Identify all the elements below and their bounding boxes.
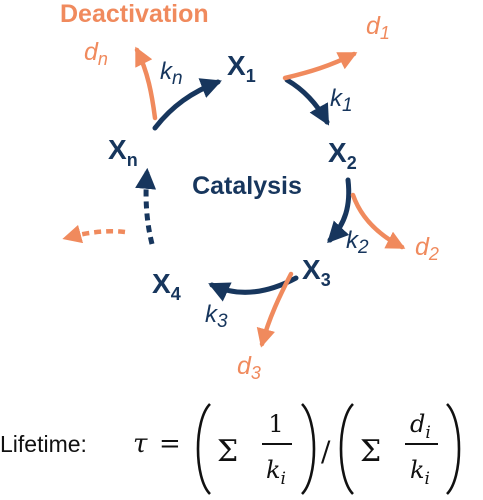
arrow-x1-to-x2 xyxy=(284,77,330,126)
left-group-close-paren xyxy=(301,403,316,495)
deactivation-arrow-4-dashed xyxy=(62,224,126,244)
rate-label-kn: kn xyxy=(160,58,183,89)
formula-tau: τ xyxy=(133,429,148,459)
formula-slash: / xyxy=(321,435,331,468)
deactivation-label-d1: d1 xyxy=(366,12,390,43)
left-group-open-paren xyxy=(196,403,211,495)
node-xn: Xn xyxy=(108,134,138,170)
node-x1: X1 xyxy=(227,50,256,86)
rate-label-k2: k2 xyxy=(346,227,369,258)
arrow-x2-to-x3 xyxy=(327,177,352,244)
formula-numerator-2: di xyxy=(410,410,431,443)
deactivation-title: Deactivation xyxy=(60,0,209,28)
deactivation-label-dn: dn xyxy=(84,38,108,69)
right-group-open-paren xyxy=(339,403,354,495)
formula-prefix: Lifetime: xyxy=(0,431,87,457)
deactivation-arrow-2 xyxy=(350,192,406,250)
deactivation-label-d2: d2 xyxy=(415,233,439,264)
formula-denominator-1: ki xyxy=(266,456,286,489)
deactivation-arrow-n xyxy=(134,46,158,121)
rate-label-k3: k3 xyxy=(205,301,228,332)
formula-equals: = xyxy=(159,429,181,459)
right-group-close-paren xyxy=(446,403,461,495)
rate-label-k1: k1 xyxy=(330,85,353,116)
arrow-xn-to-x1 xyxy=(152,78,222,131)
formula-sum-2: Σ xyxy=(360,434,381,469)
node-x2: X2 xyxy=(328,137,357,173)
arrow-x4-to-xn-dashed xyxy=(135,167,157,245)
center-label: Catalysis xyxy=(192,172,302,200)
node-x3: X3 xyxy=(302,254,331,290)
deactivation-label-d3: d3 xyxy=(237,352,261,383)
node-x4: X4 xyxy=(152,268,181,304)
formula-sum-1: Σ xyxy=(217,434,238,469)
lifetime-formula: Lifetime: τ = Σ 1 ki / Σ di ki xyxy=(0,403,461,495)
formula-numerator-1: 1 xyxy=(268,410,283,438)
deactivation-arrow-1 xyxy=(282,51,358,81)
formula-denominator-2: ki xyxy=(410,456,430,489)
deactivation-arrow-3 xyxy=(256,271,294,348)
